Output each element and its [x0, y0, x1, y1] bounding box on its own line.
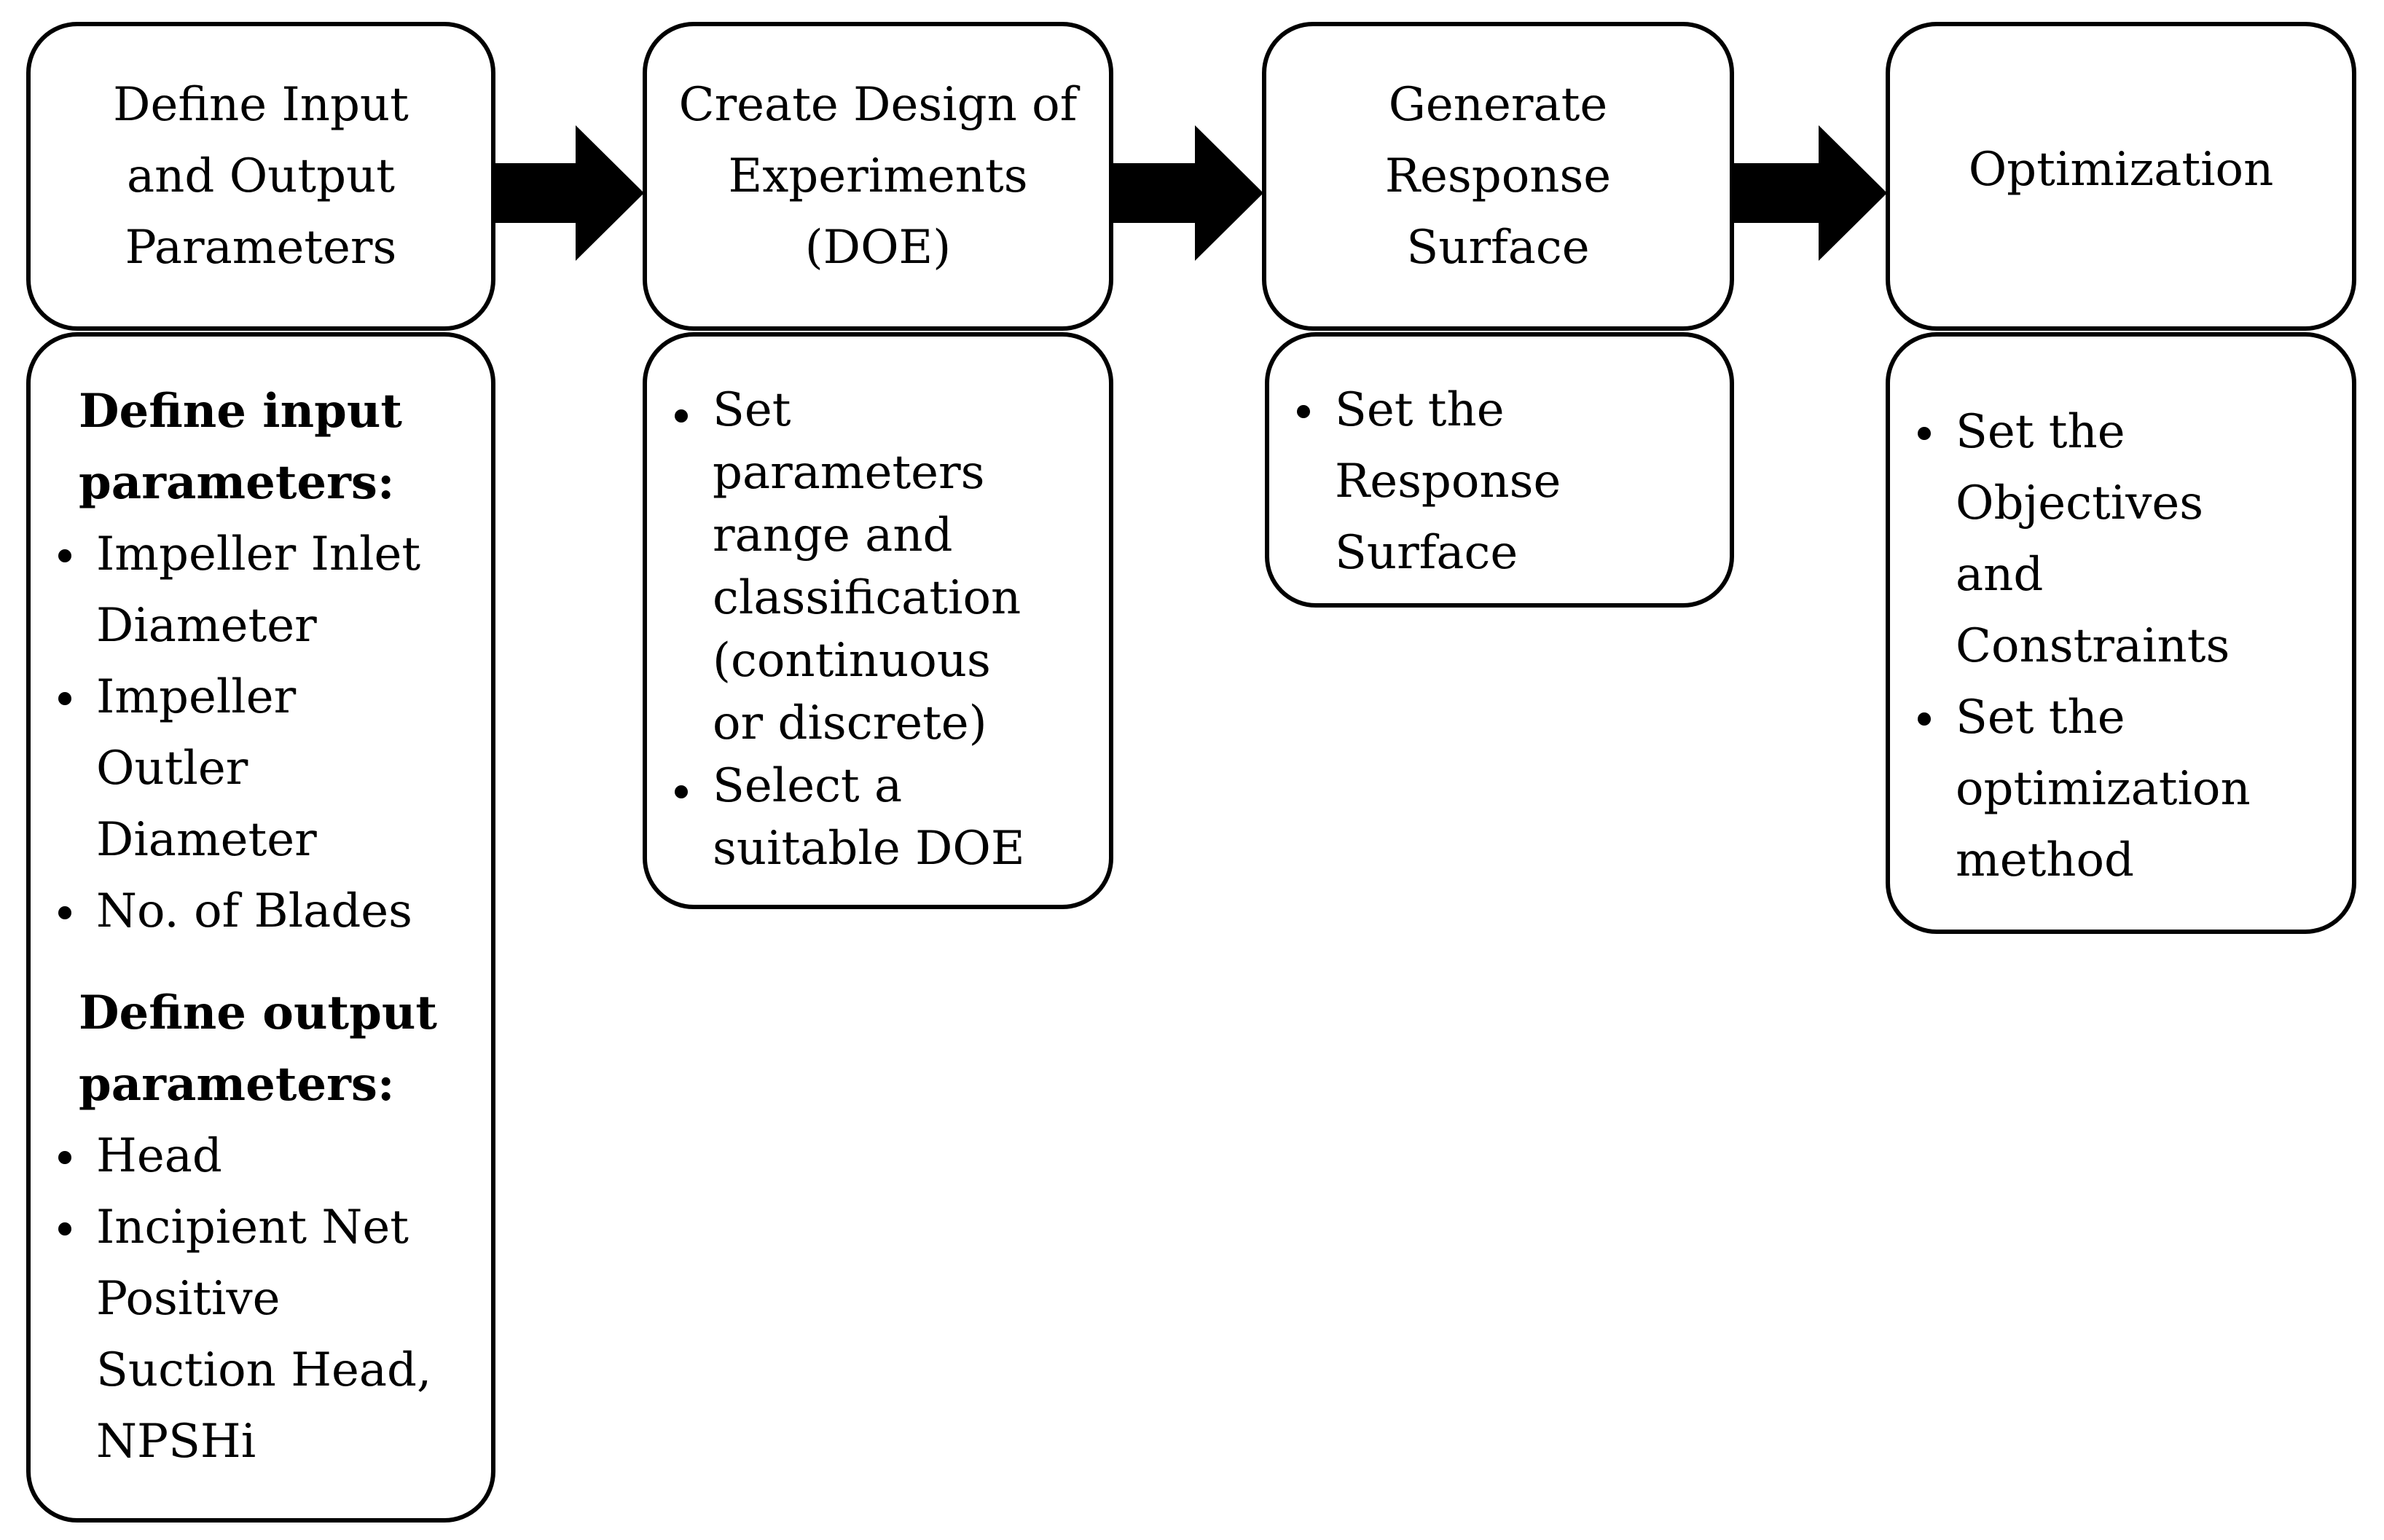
stage-1-detail-box: Define input parameters: Impeller Inlet …: [26, 332, 495, 1523]
stage-4-title: Optimization: [1968, 143, 2274, 197]
stage-4-detail-box: Set the Objectives and Constraints Set t…: [1886, 332, 2356, 934]
list-item: Impeller Outler Diameter: [31, 661, 491, 876]
list-item: No. of Blades: [31, 876, 491, 947]
input-parameters-list: Impeller Inlet Diameter Impeller Outler …: [31, 519, 491, 947]
arrow-right-icon: [495, 125, 644, 261]
stage-1-header-box: Define Input and Output Parameters: [26, 22, 495, 331]
stage-1-title: Define Input and Output Parameters: [113, 78, 409, 275]
arrow-right-icon: [1113, 125, 1263, 261]
list-item: Set the Response Surface: [1269, 374, 1730, 589]
list-item: Set the Objectives and Constraints: [1890, 396, 2352, 682]
list-item: Set the optimization method: [1890, 682, 2352, 896]
list-item: Set parameters range and classification …: [647, 379, 1109, 755]
stage-3-detail-box: Set the Response Surface: [1265, 332, 1734, 608]
list-item: Impeller Inlet Diameter: [31, 519, 491, 661]
output-parameters-heading: Define output parameters:: [79, 986, 437, 1112]
response-surface-list: Set the Response Surface: [1269, 374, 1730, 589]
stage-3-header-box: Generate Response Surface: [1262, 22, 1734, 331]
list-item: Incipient Net Positive Suction Head, NPS…: [31, 1192, 491, 1477]
arrow-right-icon: [1734, 125, 1887, 261]
list-item: Select a suitable DOE: [647, 755, 1109, 880]
stage-2-detail-box: Set parameters range and classification …: [643, 332, 1113, 909]
stage-3-title: Generate Response Surface: [1384, 78, 1612, 275]
output-parameters-list: Head Incipient Net Positive Suction Head…: [31, 1120, 491, 1477]
stage-2-header-box: Create Design of Experiments (DOE): [643, 22, 1113, 331]
optimization-steps-list: Set the Objectives and Constraints Set t…: [1890, 396, 2352, 896]
doe-steps-list: Set parameters range and classification …: [647, 379, 1109, 880]
list-item: Head: [31, 1120, 491, 1192]
stage-2-title: Create Design of Experiments (DOE): [678, 78, 1078, 275]
input-parameters-heading: Define input parameters:: [79, 384, 402, 510]
stage-4-header-box: Optimization: [1886, 22, 2356, 331]
